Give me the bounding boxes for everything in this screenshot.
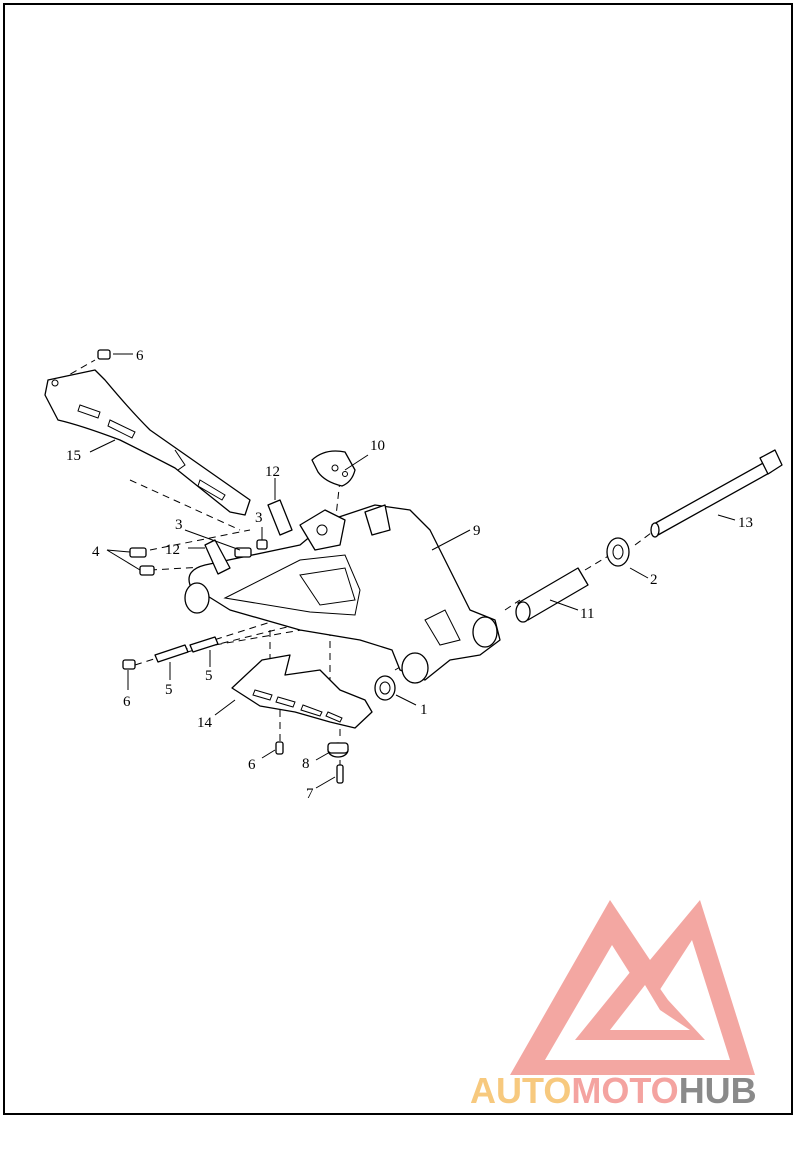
- watermark-part-auto: AUTO: [470, 1070, 572, 1111]
- watermark-logo: [510, 900, 755, 1075]
- part-6-screw-top: [97, 349, 111, 360]
- callout-8: 8: [302, 756, 310, 772]
- part-9-swingarm: [184, 504, 501, 684]
- part-8-damper: [327, 742, 349, 758]
- callout-7: 7: [306, 786, 314, 802]
- callout-6-top: 6: [136, 348, 144, 364]
- callout-2: 2: [650, 572, 658, 588]
- leader-lines: [89, 353, 736, 789]
- callout-11: 11: [580, 606, 594, 622]
- watermark-part-moto: MOTO: [571, 1070, 679, 1111]
- callout-14: 14: [197, 715, 213, 731]
- part-1-bearing: [374, 675, 396, 701]
- callout-4: 4: [92, 544, 100, 560]
- callout-15: 15: [66, 448, 81, 464]
- callout-9: 9: [473, 523, 481, 539]
- callout-3-right: 3: [255, 510, 263, 526]
- callout-12-upper: 12: [265, 464, 280, 480]
- callout-13: 13: [738, 515, 753, 531]
- callout-5-right: 5: [205, 668, 213, 684]
- part-14-lower-chain-guard: [231, 654, 373, 729]
- callouts: 6 15 10 12 3 3 9 13 4 12 2 11 6 5 5 1 14…: [66, 348, 753, 802]
- callout-6-left: 6: [123, 694, 131, 710]
- callout-5-left: 5: [165, 682, 173, 698]
- part-12-plates: [204, 499, 293, 575]
- diagram-frame: [3, 3, 793, 1115]
- part-15-upper-chain-guard: [44, 369, 251, 516]
- callout-3-left: 3: [175, 517, 183, 533]
- callout-1: 1: [420, 702, 428, 718]
- callout-10: 10: [370, 438, 385, 454]
- part-10-bracket: [311, 450, 356, 487]
- part-11-spacer: [515, 567, 589, 623]
- watermark-brand-text: AUTOMOTOHUB: [470, 1070, 757, 1112]
- part-5-bolts: [154, 636, 219, 663]
- part-13-axle: [650, 449, 783, 538]
- callout-12-lower: 12: [165, 542, 180, 558]
- part-2-bearing: [606, 537, 630, 567]
- part-7-screw: [336, 764, 344, 784]
- part-6-screws-lower: [122, 659, 284, 755]
- watermark-part-hub: HUB: [678, 1070, 757, 1111]
- callout-6-bottom: 6: [248, 757, 256, 773]
- part-4-bolts: [129, 547, 155, 576]
